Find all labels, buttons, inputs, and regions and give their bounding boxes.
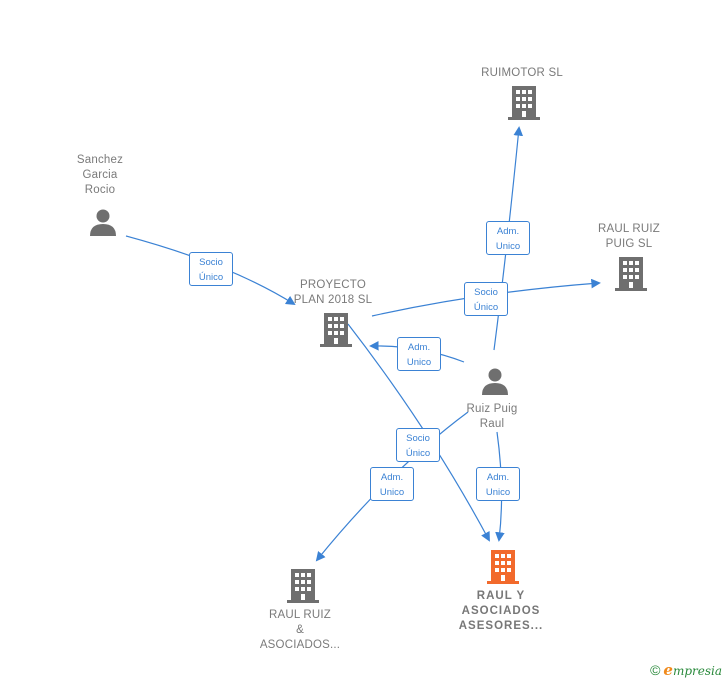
edge-label-line2: Unico [379,487,405,498]
edge-label-adm-unico[interactable]: Adm. Unico [476,467,520,501]
node-label-main: RAUL Y ASOCIADOS ASESORES... [458,590,544,632]
building-icon[interactable] [320,313,352,347]
edge-label-line1: Adm. [380,472,404,483]
brand-logo-e: e [663,661,673,679]
edge-label-line1: Socio [406,433,430,444]
node-label-raul-asociados: RAUL RUIZ & ASOCIADOS... [259,609,341,651]
edge-label-line2: Unico [485,487,511,498]
building-icon[interactable] [508,86,540,120]
edge-label-socio-unico[interactable]: Socio Único [396,428,440,462]
edge-label-line1: Adm. [407,342,431,353]
edge-label-adm-unico[interactable]: Adm. Unico [397,337,441,371]
edge-label-adm-unico[interactable]: Adm. Unico [486,221,530,255]
node-label-ruiz-puig-raul: Ruiz Puig Raul [466,403,518,430]
node-label-proyecto: PROYECTO PLAN 2018 SL [293,279,373,306]
node-label-ruimotor: RUIMOTOR SL [481,67,563,79]
edge-label-adm-unico[interactable]: Adm. Unico [370,467,414,501]
node-label-sanchez: Sanchez Garcia Rocio [76,154,124,196]
edge-label-line2: Unico [495,241,521,252]
edge-label-line1: Socio [199,257,223,268]
edge-label-line2: Unico [406,357,432,368]
edge-label-line2: Único [405,448,431,459]
edge-label-socio-unico[interactable]: Socio Único [464,282,508,316]
person-icon[interactable] [480,366,510,396]
copyright-symbol: © [650,662,661,678]
footer-brand: ©empresia [650,661,722,679]
edge-label-socio-unico[interactable]: Socio Único [189,252,233,286]
building-icon[interactable] [487,550,519,584]
edge-label-line1: Socio [474,287,498,298]
node-label-raul-puig: RAUL RUIZ PUIG SL [597,223,661,250]
edge-label-line2: Único [473,302,499,313]
edge-label-line1: Adm. [486,472,510,483]
edge-label-line2: Único [198,272,224,283]
brand-name: mpresia [672,664,722,678]
edge-label-line1: Adm. [496,226,520,237]
person-icon[interactable] [88,207,118,237]
building-icon[interactable] [287,569,319,603]
building-icon[interactable] [615,257,647,291]
